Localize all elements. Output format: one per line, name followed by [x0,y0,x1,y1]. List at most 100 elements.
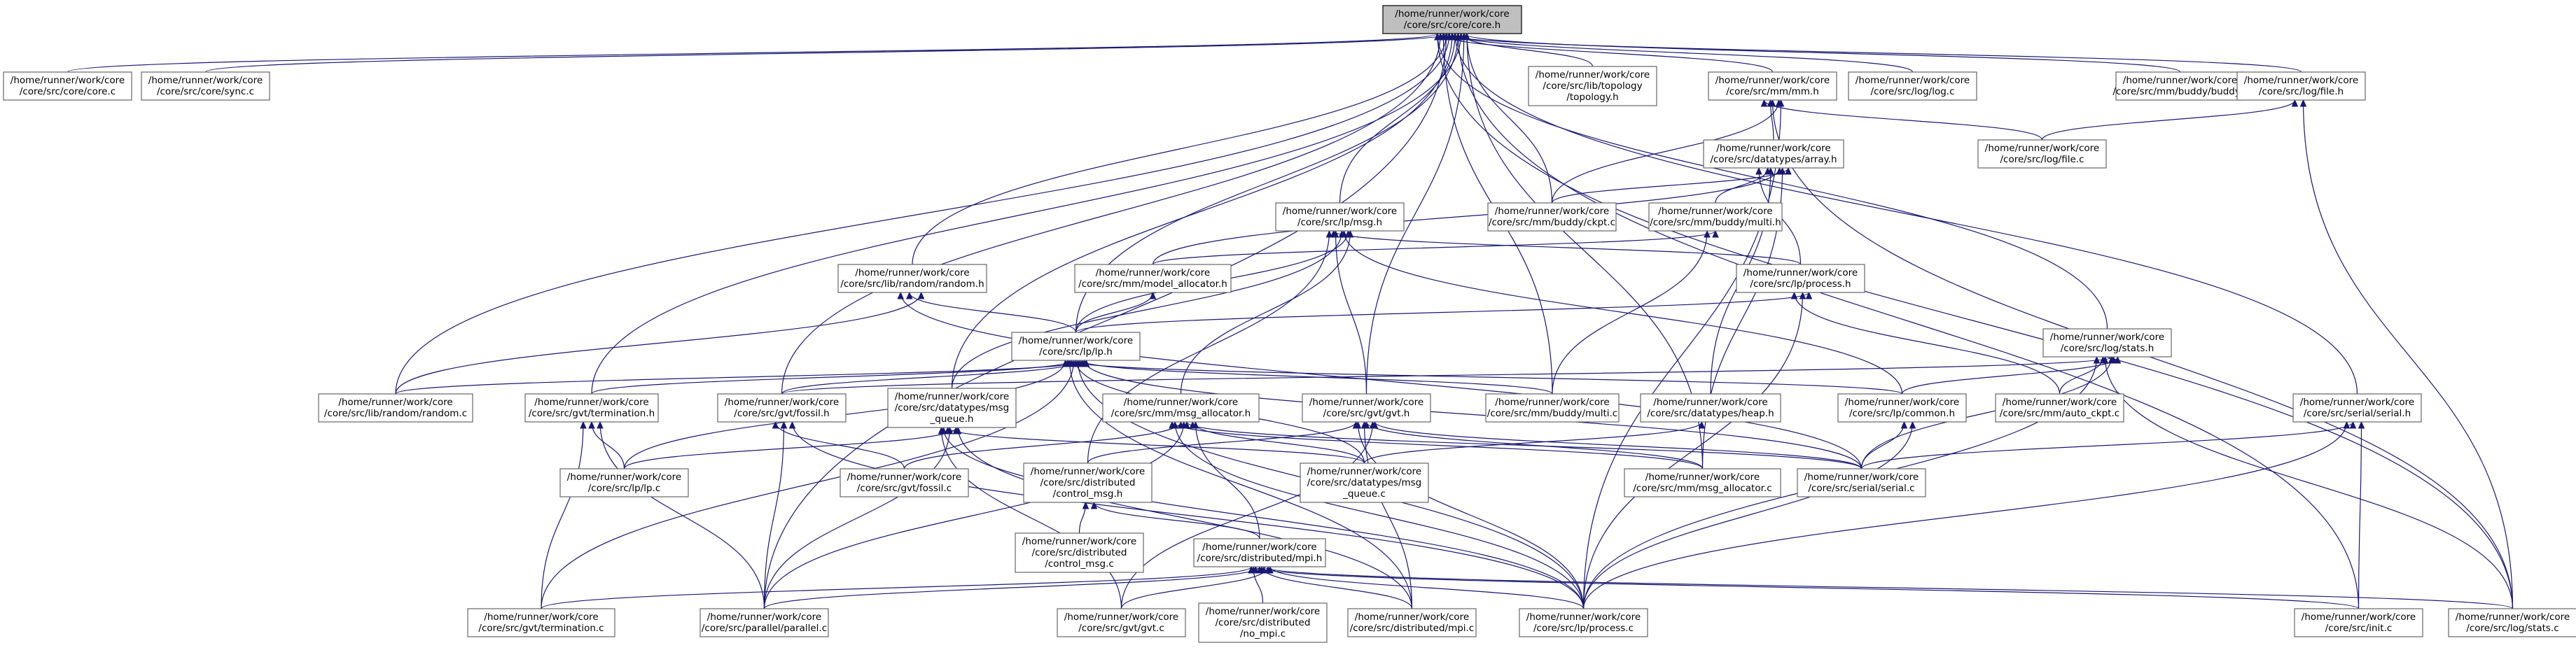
node-label-line: _queue.c [1342,488,1386,500]
node-label-line: /home/runner/work/core [1202,542,1316,553]
edge-stats_c-to-core_h [1437,33,2514,609]
edge-random_c-to-random_h [395,292,922,395]
node-box [1848,71,1977,101]
node-heap-h[interactable]: /home/runner/work/core/core/src/datatype… [1640,393,1781,423]
edge-lp_h-to-model_allocator_h [1075,292,1154,333]
node-label-line: /home/runner/work/core [1495,397,1609,408]
node-core-h[interactable]: /home/runner/work/core/core/src/core/cor… [1382,5,1522,34]
node-control-msg-h[interactable]: /home/runner/work/core/core/src/distribu… [1023,462,1153,503]
arrowhead-process_c-to-msg_queue_h [940,426,947,434]
edge-ckpt_c-to-mm_h [1551,99,1780,204]
arrowhead-mpi_h-to-control_msg_h [1090,501,1098,509]
node-file-h[interactable]: /home/runner/work/core/core/src/log/file… [2236,71,2366,101]
node-label-line: /control_msg.c [1045,558,1114,570]
edge-parallel_c-to-fossil_h [763,421,785,609]
node-stats-c[interactable]: /home/runner/work/core/core/src/log/stat… [2448,608,2576,637]
node-box [1102,393,1260,423]
node-stats-h[interactable]: /home/runner/work/core/core/src/log/stat… [2042,328,2172,358]
node-fossil-c[interactable]: /home/runner/work/core/core/src/gvt/foss… [840,468,969,497]
node-label-line: /home/runner/work/core [1856,75,1970,86]
node-label-line: /core/src/log/file.c [2000,154,2084,165]
node-sync-c[interactable]: /home/runner/work/core/core/src/core/syn… [141,71,270,101]
node-no-mpi-c[interactable]: /home/runner/work/core/core/src/distribu… [1198,602,1328,643]
node-label-line: /core/src/datatypes/msg [1307,477,1422,488]
node-label-line: /home/runner/work/core [1206,606,1320,617]
node-buddy-c[interactable]: /home/runner/work/core/core/src/mm/buddy… [2112,71,2248,101]
node-ckpt-c[interactable]: /home/runner/work/core/core/src/mm/buddy… [1487,202,1617,232]
node-process-h[interactable]: /home/runner/work/core/core/src/lp/proce… [1736,264,1865,293]
node-termination-h[interactable]: /home/runner/work/core/core/src/gvt/term… [524,393,659,423]
node-label-line: /home/runner/work/core [1495,206,1609,217]
node-log-c[interactable]: /home/runner/work/core/core/src/log/log.… [1848,71,1977,101]
node-box [1703,139,1844,169]
node-label-line: /home/runner/work/core [707,612,821,623]
node-random-h[interactable]: /home/runner/work/core/core/src/lib/rand… [837,264,987,293]
node-fossil-h[interactable]: /home/runner/work/core/core/src/gvt/foss… [717,393,847,423]
edge-parallel_c-to-termination_h [599,421,765,609]
node-label-line: /home/runner/work/core [1355,612,1469,623]
node-lp-h[interactable]: /home/runner/work/core/core/src/lp/lp.h [1011,332,1141,361]
node-box [1797,468,1926,497]
node-label-line: /core/src/parallel/parallel.c [702,623,827,634]
arrowhead-stats_c-to-file_h [2299,99,2307,107]
node-multi-c[interactable]: /home/runner/work/core/core/src/mm/buddy… [1485,393,1620,423]
node-label-line: /home/runner/work/core [2302,612,2416,623]
arrowhead-random_c-to-random_h [917,291,925,299]
node-control-msg-c[interactable]: /home/runner/work/core/core/src/distribu… [1015,532,1144,573]
node-process-c[interactable]: /home/runner/work/core/core/src/lp/proce… [1519,608,1648,637]
node-label-line: /home/runner/work/core [484,612,598,623]
edge-process_c-to-common_h [1582,421,1914,609]
node-core-c[interactable]: /home/runner/work/core/core/src/core/cor… [3,71,132,101]
node-auto-ckpt-c[interactable]: /home/runner/work/core/core/src/mm/auto_… [1995,393,2124,423]
node-topology-h[interactable]: /home/runner/work/core/core/src/lib/topo… [1528,66,1657,106]
node-common-h[interactable]: /home/runner/work/core/core/src/lp/commo… [1837,393,1967,423]
edge-fossil_c-to-msg_allocator_h [903,421,1182,469]
node-label-line: /home/runner/work/core [1309,397,1423,408]
edge-control_msg_h-to-msg_h [1087,230,1330,464]
node-mm-h[interactable]: /home/runner/work/core/core/src/mm/mm.h [1708,71,1837,101]
arrowhead-stats_c-to-core_h [1434,32,1441,41]
edge-random_c-to-core_h [395,33,1450,395]
edge-process_c-to-fossil_h [791,421,1585,609]
node-label-line: /home/runner/work/core [2244,75,2358,86]
node-mpi-h[interactable]: /home/runner/work/core/core/src/distribu… [1193,538,1326,567]
node-msg-queue-h[interactable]: /home/runner/work/core/core/src/datatype… [887,388,1017,428]
node-msg-allocator-c[interactable]: /home/runner/work/core/core/src/mm/msg_a… [1624,468,1781,497]
node-gvt-h[interactable]: /home/runner/work/core/core/src/gvt/gvt.… [1302,393,1431,423]
node-random-c[interactable]: /home/runner/work/core/core/src/lib/rand… [318,393,473,423]
node-mpi-c[interactable]: /home/runner/work/core/core/src/distribu… [1347,608,1477,637]
node-label-line: /home/runner/work/core [2123,75,2237,86]
arrowhead-init_c-to-core_h [1454,32,1462,41]
edge-stats_c-to-mpi_h [1263,566,2514,609]
edge-control_msg_h-to-gvt_h [1087,421,1357,464]
arrowhead-lp_c-to-termination_h [588,421,595,429]
node-box [524,393,659,423]
node-msg-allocator-h[interactable]: /home/runner/work/core/core/src/mm/msg_a… [1102,393,1260,423]
node-array-h[interactable]: /home/runner/work/core/core/src/datatype… [1703,139,1844,169]
node-model-allocator-h[interactable]: /home/runner/work/core/core/src/mm/model… [1074,264,1232,293]
node-label-line: /home/runner/work/core [1653,397,1767,408]
edge-init_c-to-serial_h [2358,421,2362,609]
node-lp-c[interactable]: /home/runner/work/core/core/src/lp/lp.c [559,468,689,497]
arrowhead-msg_allocator_c-to-core_h [1463,32,1470,41]
edge-mpi_h-to-msg_allocator_h [1195,421,1260,539]
node-gvt-c[interactable]: /home/runner/work/core/core/src/gvt/gvt.… [1057,608,1186,637]
node-msg-queue-c[interactable]: /home/runner/work/core/core/src/datatype… [1300,462,1429,503]
node-msg-h[interactable]: /home/runner/work/core/core/src/lp/msg.h [1275,202,1405,232]
arrowhead-parallel_c-to-core_h [1442,32,1450,41]
node-termination-c[interactable]: /home/runner/work/core/core/src/gvt/term… [467,608,615,637]
node-parallel-c[interactable]: /home/runner/work/core/core/src/parallel… [699,608,829,637]
node-multi-h[interactable]: /home/runner/work/core/core/src/mm/buddy… [1648,202,1783,232]
node-file-c[interactable]: /home/runner/work/core/core/src/log/file… [1977,139,2107,169]
node-serial-c[interactable]: /home/runner/work/core/core/src/serial/s… [1797,468,1926,497]
node-label-line: /home/runner/work/core [1395,8,1509,20]
node-label-line: _queue.h [930,414,974,425]
node-init-c[interactable]: /home/runner/work/core/core/src/init.c [2294,608,2423,637]
node-serial-h[interactable]: /home/runner/work/core/core/src/serial/s… [2292,393,2422,423]
node-label-line: /core/src/serial/serial.c [1808,483,1914,494]
arrowhead-serial_c-to-msg_allocator_h [1183,421,1190,429]
edge-file_c-to-file_h [2041,99,2296,141]
node-label-line: /core/src/lp/process.h [1750,278,1851,290]
node-box [2236,71,2366,101]
